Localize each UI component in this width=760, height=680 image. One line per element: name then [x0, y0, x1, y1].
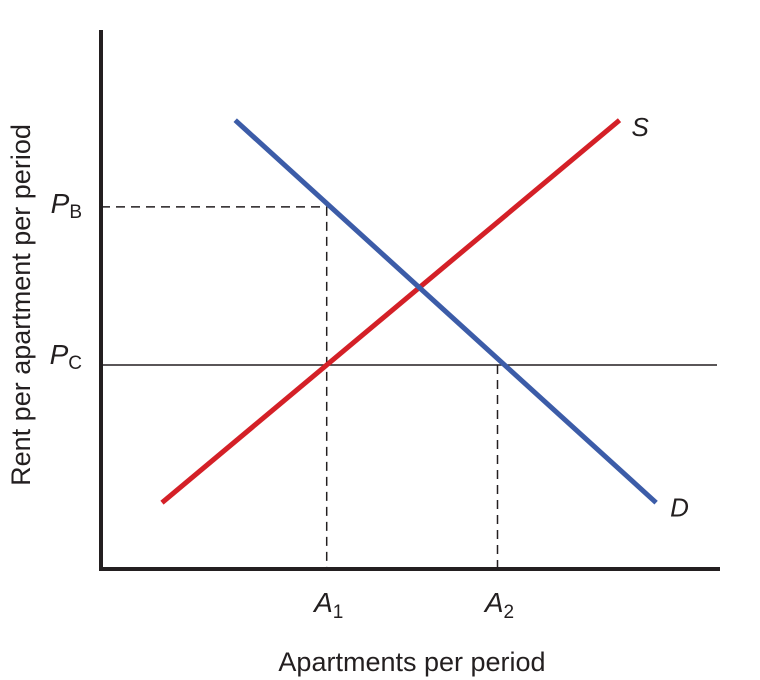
- pb-subscript: B: [69, 202, 82, 223]
- pb-main: P: [51, 188, 70, 219]
- pc-main: P: [50, 339, 69, 370]
- a2-subscript: 2: [504, 602, 515, 623]
- a2-main: A: [483, 587, 504, 618]
- pc-tick-label: PC: [50, 339, 82, 374]
- x-axis-title: Apartments per period: [278, 647, 545, 677]
- a1-main: A: [312, 587, 333, 618]
- pb-tick-label: PB: [51, 188, 82, 223]
- demand-curve: [233, 118, 658, 505]
- a1-tick-label: A1: [312, 587, 343, 623]
- a2-tick-label: A2: [483, 587, 514, 623]
- demand-label: D: [670, 493, 689, 523]
- y-axis-title: Rent per apartment per period: [6, 124, 36, 486]
- pc-subscript: C: [68, 353, 82, 374]
- supply-curve: [160, 118, 622, 505]
- supply-label: S: [632, 112, 650, 142]
- a1-subscript: 1: [333, 602, 344, 623]
